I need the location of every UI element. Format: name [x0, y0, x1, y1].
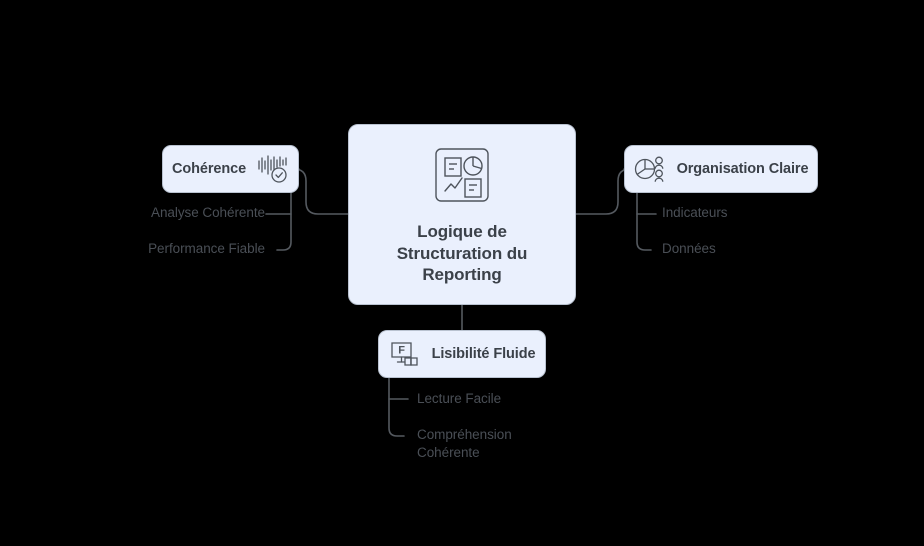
- subitem-lisibilite-1[interactable]: Compréhension Cohérente: [417, 427, 512, 460]
- subitem-coherence-0[interactable]: Analyse Cohérente: [151, 205, 265, 220]
- monitor-book-icon: F: [389, 339, 421, 369]
- branch-label-coherence: Cohérence: [171, 161, 247, 177]
- subitem-organisation-0[interactable]: Indicateurs: [662, 205, 728, 220]
- subitem-organisation-1[interactable]: Données: [662, 241, 716, 256]
- connector-coherence-subtrunk: [276, 192, 292, 251]
- pie-chart-people-icon: [634, 154, 666, 184]
- central-node[interactable]: Logique de Structuration du Reporting: [348, 124, 576, 305]
- branch-node-coherence[interactable]: Cohérence: [162, 145, 299, 193]
- central-node-title: Logique de Structuration du Reporting: [396, 222, 528, 285]
- connector-central-to-coherence: [293, 168, 349, 215]
- reporting-dashboard-icon: [430, 143, 494, 207]
- subitem-coherence-1[interactable]: Performance Fiable: [148, 241, 265, 256]
- branch-label-lisibilite: Lisibilité Fluide: [431, 346, 536, 362]
- branch-label-organisation: Organisation Claire: [676, 161, 809, 177]
- connector-organisation-subtrunk: [636, 192, 652, 251]
- svg-text:F: F: [398, 345, 405, 357]
- branch-node-organisation[interactable]: Organisation Claire: [624, 145, 818, 193]
- branch-node-lisibilite[interactable]: F Lisibilité Fluide: [378, 330, 546, 378]
- waveform-check-icon: [257, 154, 289, 184]
- connector-lisibilite-subtrunk: [388, 377, 405, 437]
- connector-central-to-organisation: [575, 168, 631, 215]
- subitem-lisibilite-0[interactable]: Lecture Facile: [417, 391, 502, 406]
